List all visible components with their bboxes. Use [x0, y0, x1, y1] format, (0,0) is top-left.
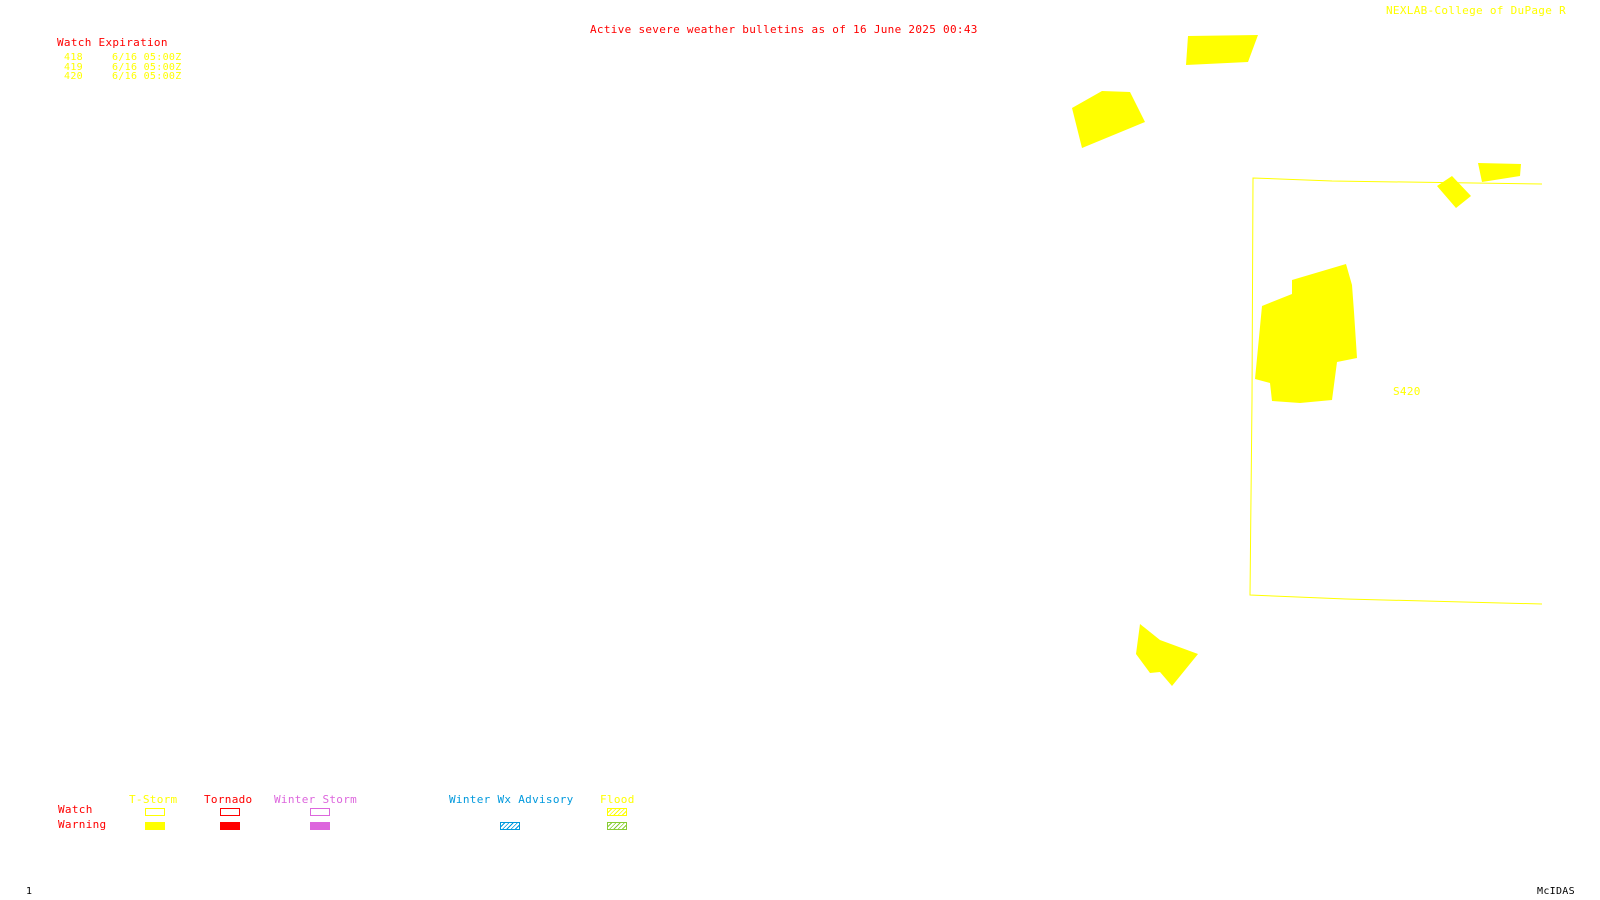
watch-number: 418: [64, 52, 83, 63]
legend-watch-label: Watch: [58, 803, 93, 816]
watch-box-outline: [1249, 177, 1543, 605]
tornado-warning-swatch: [220, 822, 240, 830]
software-label: McIDAS: [1537, 886, 1575, 897]
watch-row: 420 6/16 05:00Z: [64, 72, 182, 82]
legend-tornado-label: Tornado: [204, 793, 253, 806]
warning-polygon: [1255, 264, 1357, 403]
legend-tstorm-label: T-Storm: [129, 793, 178, 806]
watch-number: 420: [64, 71, 83, 82]
watch-expiry: 6/16 05:00Z: [112, 52, 182, 63]
flood-watch-swatch: [607, 808, 627, 816]
credit-text: NEXLAB-College of DuPage R: [1386, 4, 1566, 17]
winter-storm-warning-swatch: [310, 822, 330, 830]
watch-expiry: 6/16 05:00Z: [112, 62, 182, 73]
flood-warning-swatch: [607, 822, 627, 830]
tstorm-watch-swatch: [145, 808, 165, 816]
warning-polygon: [1136, 624, 1198, 686]
watch-expiration-heading: Watch Expiration: [57, 36, 168, 49]
winter-advisory-swatch: [500, 822, 520, 830]
legend-winter-storm-label: Winter Storm: [274, 793, 358, 806]
warning-polygon: [1478, 163, 1521, 182]
warning-polygon: [1186, 35, 1258, 65]
tornado-watch-swatch: [220, 808, 240, 816]
warning-polygon: [1437, 176, 1471, 208]
watch-box-label: S420: [1393, 385, 1421, 398]
legend-flood-label: Flood: [600, 793, 635, 806]
watch-expiry: 6/16 05:00Z: [112, 71, 182, 82]
watch-row: 418 6/16 05:00Z: [64, 53, 182, 63]
legend-winter-advisory-label: Winter Wx Advisory: [449, 793, 574, 806]
warning-polygon: [1072, 91, 1145, 148]
watch-row: 419 6/16 05:00Z: [64, 63, 182, 73]
tstorm-warning-swatch: [145, 822, 165, 830]
bulletin-title: Active severe weather bulletins as of 16…: [590, 23, 978, 36]
winter-storm-watch-swatch: [310, 808, 330, 816]
legend-warning-label: Warning: [58, 818, 107, 831]
watch-number: 419: [64, 62, 83, 73]
frame-number: 1: [26, 886, 33, 897]
